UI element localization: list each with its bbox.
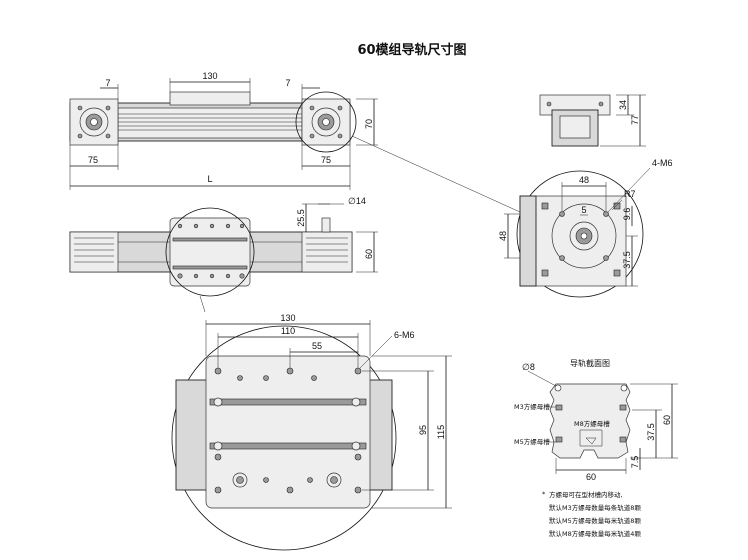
dim-total-length: L [207, 174, 212, 184]
section-m5-label: M5方螺母槽 [514, 437, 550, 446]
dim-carriage-55: 55 [312, 341, 322, 351]
section-view: 导轨截面图 ∅8 M3方螺母槽 M8方螺母槽 M5方螺母槽 37.5 60 7.… [514, 358, 678, 482]
dim-section-37-5: 37.5 [646, 423, 656, 441]
dim-end-34: 34 [618, 100, 628, 110]
drawing-title: 60模组导轨尺寸图 [357, 42, 466, 58]
dim-width-60: 60 [364, 249, 374, 259]
dim-flange-4m6: 4-M6 [652, 158, 673, 168]
dim-shaft-length: 25.5 [296, 209, 306, 227]
dim-section-7-5: 7.5 [630, 456, 640, 469]
dim-height-70: 70 [364, 119, 374, 129]
dim-flange-r7: R7 [624, 189, 636, 199]
dim-flange-5: 5 [581, 205, 586, 215]
dim-75-left: 75 [88, 155, 98, 165]
dim-section-60-v: 60 [662, 415, 672, 425]
dim-shaft-diameter: ∅14 [348, 196, 366, 206]
dim-flange-9-6: 9.6 [622, 208, 632, 221]
note-line-3: 默认M5方螺母数量每米轨道8颗 [549, 516, 641, 525]
dim-carriage-130: 130 [280, 313, 295, 323]
dim-7-left: 7 [105, 78, 110, 88]
note-marker: * [542, 490, 546, 498]
dim-75-right: 75 [321, 155, 331, 165]
dim-flange-48-v: 48 [498, 231, 508, 241]
note-line-1: 方螺母可在型材槽内移动, [549, 490, 623, 499]
flange-detail: 4-M6 48 R7 5 9.6 48 37.5 [498, 158, 673, 298]
section-title: 导轨截面图 [570, 358, 610, 368]
dim-carriage-115: 115 [436, 425, 446, 439]
top-view: 25.5 ∅14 60 [69, 196, 378, 313]
dim-section-60-h: 60 [586, 472, 596, 482]
dim-7-right: 7 [285, 78, 290, 88]
notes: * 方螺母可在型材槽内移动, 默认M3方螺母数量每条轨道8颗 默认M5方螺母数量… [542, 490, 641, 538]
section-m8-label: M8方螺母槽 [574, 419, 610, 428]
dim-carriage-110: 110 [281, 326, 295, 336]
dim-carriage-length: 130 [202, 71, 217, 81]
note-line-4: 默认M8方螺母数量每米轨道4颗 [549, 529, 641, 538]
dim-carriage-6m6: 6-M6 [394, 330, 415, 340]
note-line-2: 默认M3方螺母数量每条轨道8颗 [549, 503, 641, 512]
section-m3-label: M3方螺母槽 [514, 402, 550, 411]
dim-end-77: 77 [630, 115, 640, 125]
dim-carriage-95: 95 [418, 425, 428, 435]
carriage-detail: 130 110 55 6-M6 95 115 [171, 313, 452, 551]
dim-flange-48-h: 48 [579, 175, 589, 185]
dim-section-phi8: ∅8 [522, 362, 535, 372]
front-view: 130 7 7 75 75 L 70 [69, 71, 521, 213]
dim-flange-37-5: 37.5 [622, 251, 632, 269]
end-view: 34 77 [539, 94, 646, 147]
